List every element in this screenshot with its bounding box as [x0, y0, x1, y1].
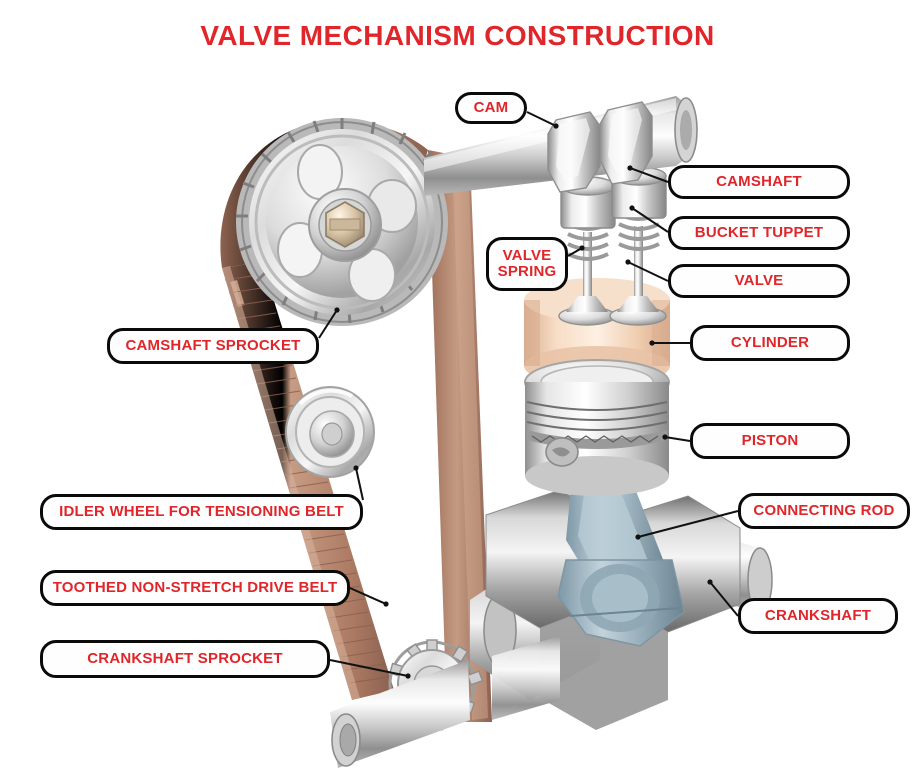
- callout-bucket-tuppet[interactable]: BUCKET TUPPET: [668, 216, 850, 250]
- callout-idler-wheel-text: IDLER WHEEL FOR TENSIONING BELT: [59, 502, 344, 520]
- callout-crankshaft-text: CRANKSHAFT: [764, 606, 872, 624]
- callout-drive-belt[interactable]: TOOTHED NON-STRETCH DRIVE BELT: [40, 570, 350, 606]
- callout-cylinder[interactable]: CYLINDER: [690, 325, 850, 361]
- callout-camshaft[interactable]: CAMSHAFT: [668, 165, 850, 199]
- idler-wheel: [285, 386, 375, 478]
- callout-camshaft-text: CAMSHAFT: [716, 172, 802, 190]
- callout-idler-wheel[interactable]: IDLER WHEEL FOR TENSIONING BELT: [40, 494, 363, 530]
- callout-cam-text: CAM: [473, 98, 509, 116]
- callout-drive-belt-text: TOOTHED NON-STRETCH DRIVE BELT: [52, 578, 338, 596]
- connecting-rod: [557, 476, 685, 647]
- callout-connecting-rod-text: CONNECTING ROD: [753, 501, 895, 519]
- callout-crankshaft-sprocket[interactable]: CRANKSHAFT SPROCKET: [40, 640, 330, 678]
- page-title: VALVE MECHANISM CONSTRUCTION: [200, 20, 715, 51]
- crankshaft: [330, 489, 773, 768]
- callout-cylinder-text: CYLINDER: [730, 333, 810, 351]
- piston: [524, 359, 670, 496]
- callout-connecting-rod[interactable]: CONNECTING ROD: [738, 493, 910, 529]
- callout-crankshaft-sprocket-text: CRANKSHAFT SPROCKET: [87, 649, 283, 667]
- callout-cam[interactable]: CAM: [455, 92, 527, 124]
- callout-piston[interactable]: PISTON: [690, 423, 850, 459]
- callout-piston-text: PISTON: [741, 431, 799, 449]
- callout-bucket-tuppet-text: BUCKET TUPPET: [694, 223, 824, 241]
- camshaft-sprocket: [236, 118, 448, 326]
- callout-camshaft-sprocket[interactable]: CAMSHAFT SPROCKET: [107, 328, 319, 364]
- callout-valve-text: VALVE: [734, 271, 784, 289]
- callout-camshaft-sprocket-text: CAMSHAFT SPROCKET: [125, 336, 301, 354]
- cam-lobes: [547, 101, 653, 193]
- callout-crankshaft[interactable]: CRANKSHAFT: [738, 598, 898, 634]
- callout-valve[interactable]: VALVE: [668, 264, 850, 298]
